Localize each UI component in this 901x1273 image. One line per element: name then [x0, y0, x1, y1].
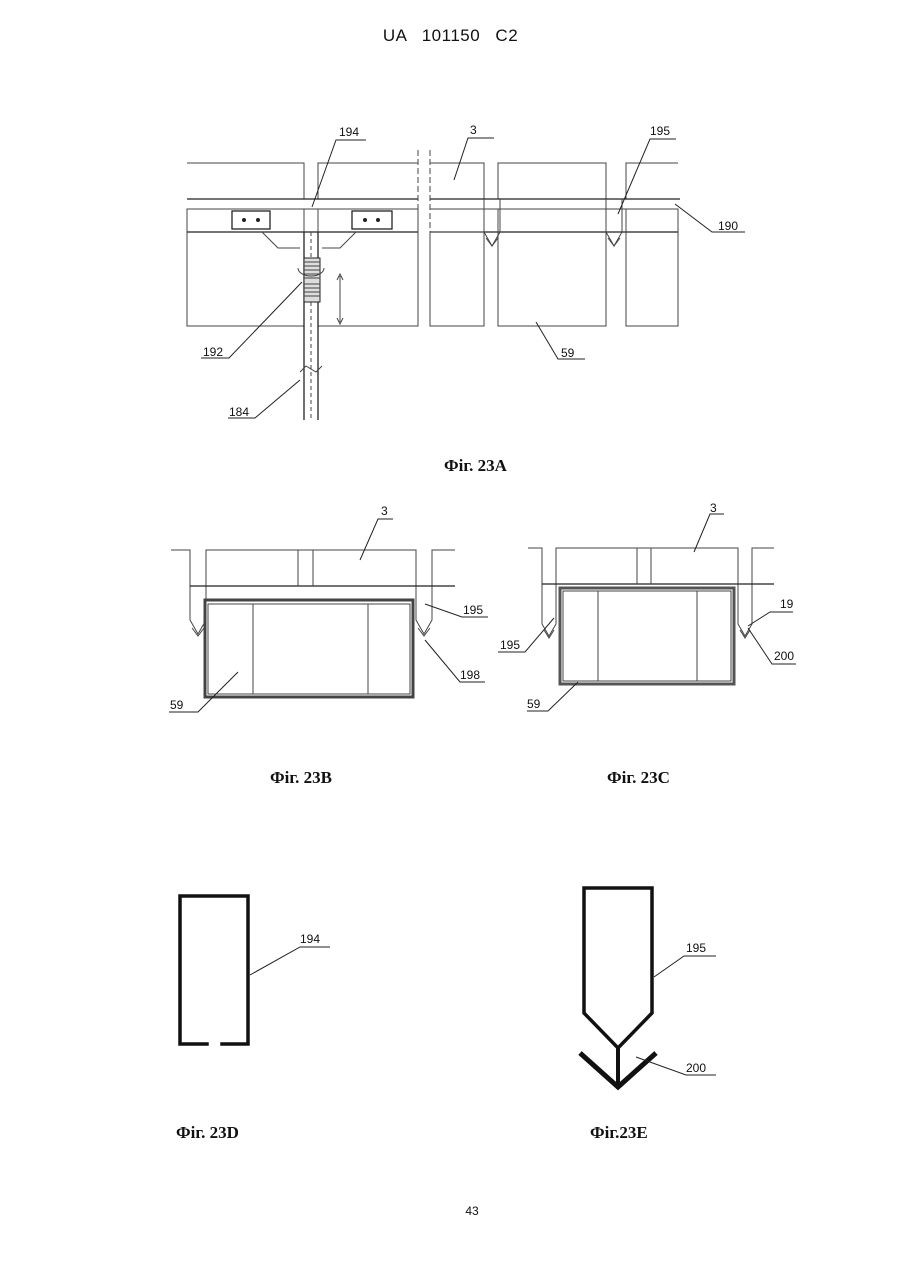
- page-number: 43: [0, 1204, 901, 1218]
- fig23e-labels: 195 200: [686, 941, 706, 1075]
- label-200: 200: [686, 1061, 706, 1075]
- label-195: 195: [686, 941, 706, 955]
- caption-fig23e: Фіг.23Е: [590, 1123, 648, 1143]
- fig23e-drawing: [580, 888, 656, 1087]
